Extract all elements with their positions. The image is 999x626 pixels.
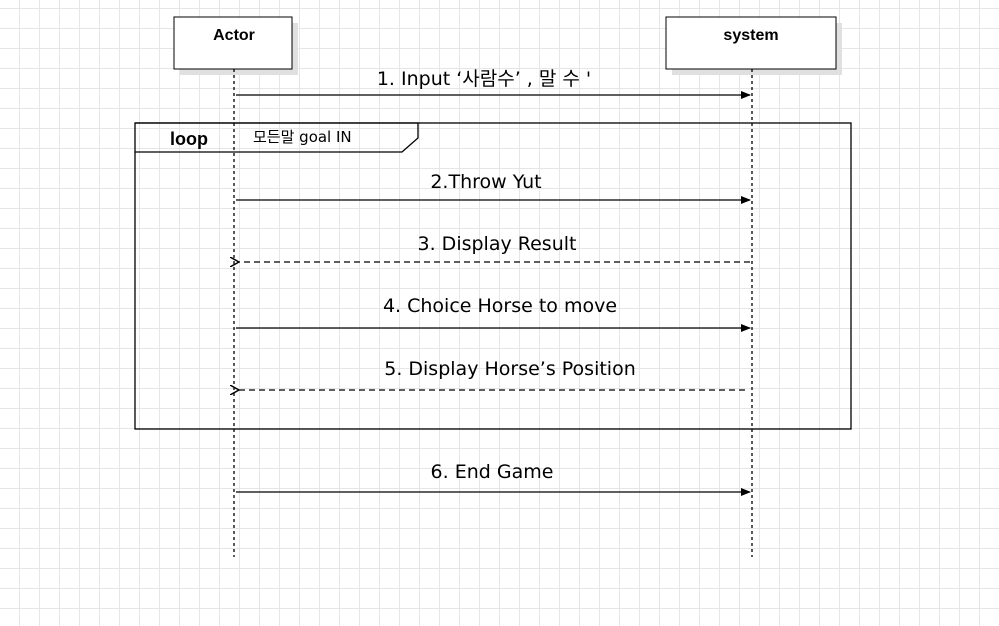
message-4-label: 4. Choice Horse to move [383,295,617,317]
message-5-label: 5. Display Horse’s Position [384,358,636,380]
message-4[interactable]: 4. Choice Horse to move [236,295,751,332]
loop-fragment[interactable]: loop 모든말 goal IN [134,122,852,430]
message-2-label: 2.Throw Yut [430,171,541,193]
loop-keyword: loop [170,129,208,149]
loop-label-tab [135,122,419,153]
message-6[interactable]: 6. End Game [236,461,751,496]
loop-frame [134,122,852,430]
actor-label: Actor [213,27,255,44]
message-2[interactable]: 2.Throw Yut [236,171,751,204]
message-6-label: 6. End Game [431,461,554,483]
message-3-label: 3. Display Result [418,233,577,255]
actor-box[interactable] [173,16,293,70]
actor-participant[interactable]: Actor [173,16,298,75]
system-box[interactable] [665,16,837,70]
loop-guard-text: 모든말 goal IN [253,128,352,146]
message-1[interactable]: 1. Input ‘사람수’ , 말 수 ' [236,68,751,99]
message-5[interactable]: 5. Display Horse’s Position [239,358,745,390]
message-3[interactable]: 3. Display Result [239,233,750,262]
system-label: system [723,27,778,44]
message-1-label: 1. Input ‘사람수’ , 말 수 ' [377,68,591,90]
system-participant[interactable]: system [665,16,842,75]
